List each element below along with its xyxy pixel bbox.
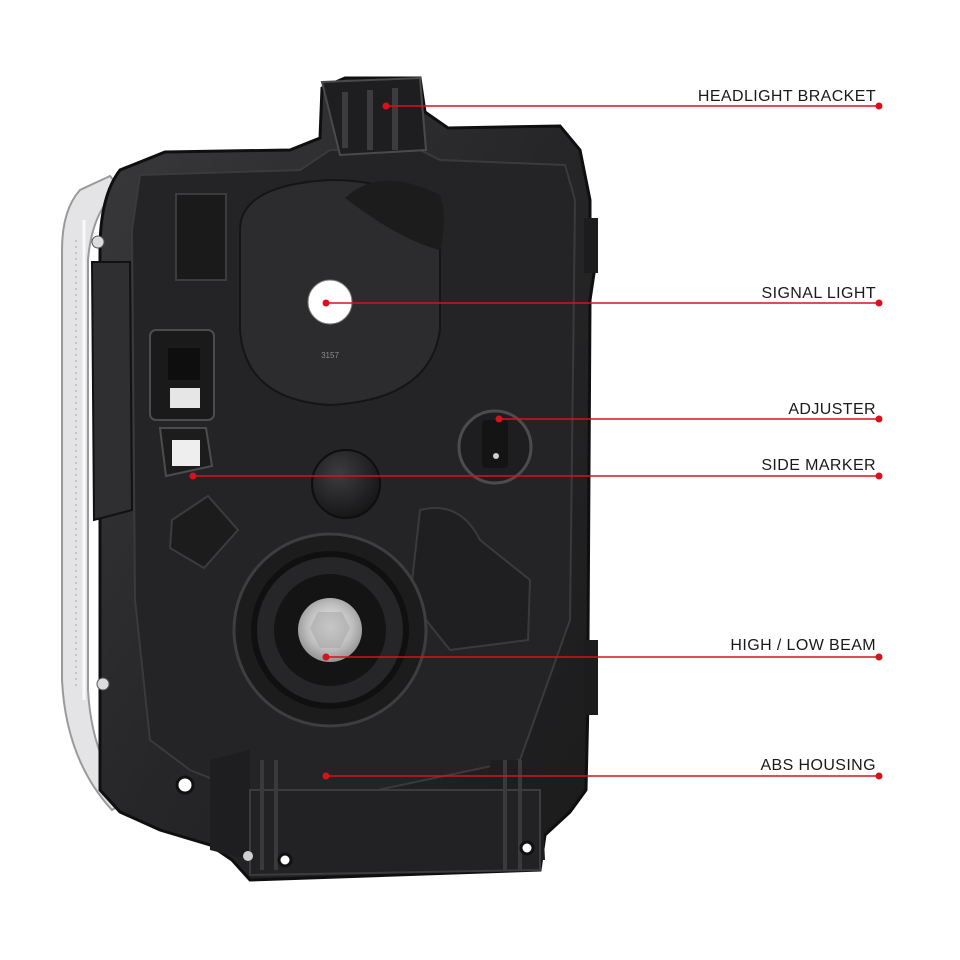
callout-dot-high-low-beam-end: [875, 653, 883, 661]
right-tabs: [584, 218, 598, 715]
callout-dot-headlight-bracket-end: [875, 102, 883, 110]
housing-marking: 3157: [321, 351, 339, 360]
label-headlight-bracket: HEADLIGHT BRACKET: [697, 88, 876, 105]
abs-housing-base: [210, 750, 545, 877]
callout-dot-signal-light-end: [875, 299, 883, 307]
headlight-bracket-part: [320, 76, 428, 157]
rear-boss: [408, 507, 532, 652]
label-adjuster: ADJUSTER: [788, 401, 876, 418]
callout-dot-high-low-beam-start: [322, 653, 330, 661]
label-side-marker: SIDE MARKER: [761, 457, 876, 474]
callout-lines: [189, 102, 883, 780]
mounting-screws: [91, 235, 535, 868]
label-abs-housing: ABS HOUSING: [760, 757, 876, 774]
callout-dot-adjuster-start: [495, 415, 503, 423]
callout-dot-abs-housing-end: [875, 772, 883, 780]
callout-dot-side-marker-end: [875, 472, 883, 480]
left-rib: [90, 261, 134, 522]
callout-dot-signal-light-start: [322, 299, 330, 307]
callout-dot-headlight-bracket-start: [382, 102, 390, 110]
small-block: [168, 494, 240, 570]
signal-light-bowl: 3157: [239, 178, 444, 407]
label-high-low-beam: HIGH / LOW BEAM: [730, 637, 876, 654]
callout-dot-abs-housing-start: [322, 772, 330, 780]
side-marker-socket: [149, 329, 215, 478]
callout-dot-adjuster-end: [875, 415, 883, 423]
upper-vent: [175, 193, 227, 281]
high-low-beam-socket: [232, 532, 428, 728]
callout-dot-side-marker-start: [189, 472, 197, 480]
adjuster-part: [457, 409, 533, 485]
label-signal-light: SIGNAL LIGHT: [761, 285, 876, 302]
cap: [311, 449, 381, 519]
